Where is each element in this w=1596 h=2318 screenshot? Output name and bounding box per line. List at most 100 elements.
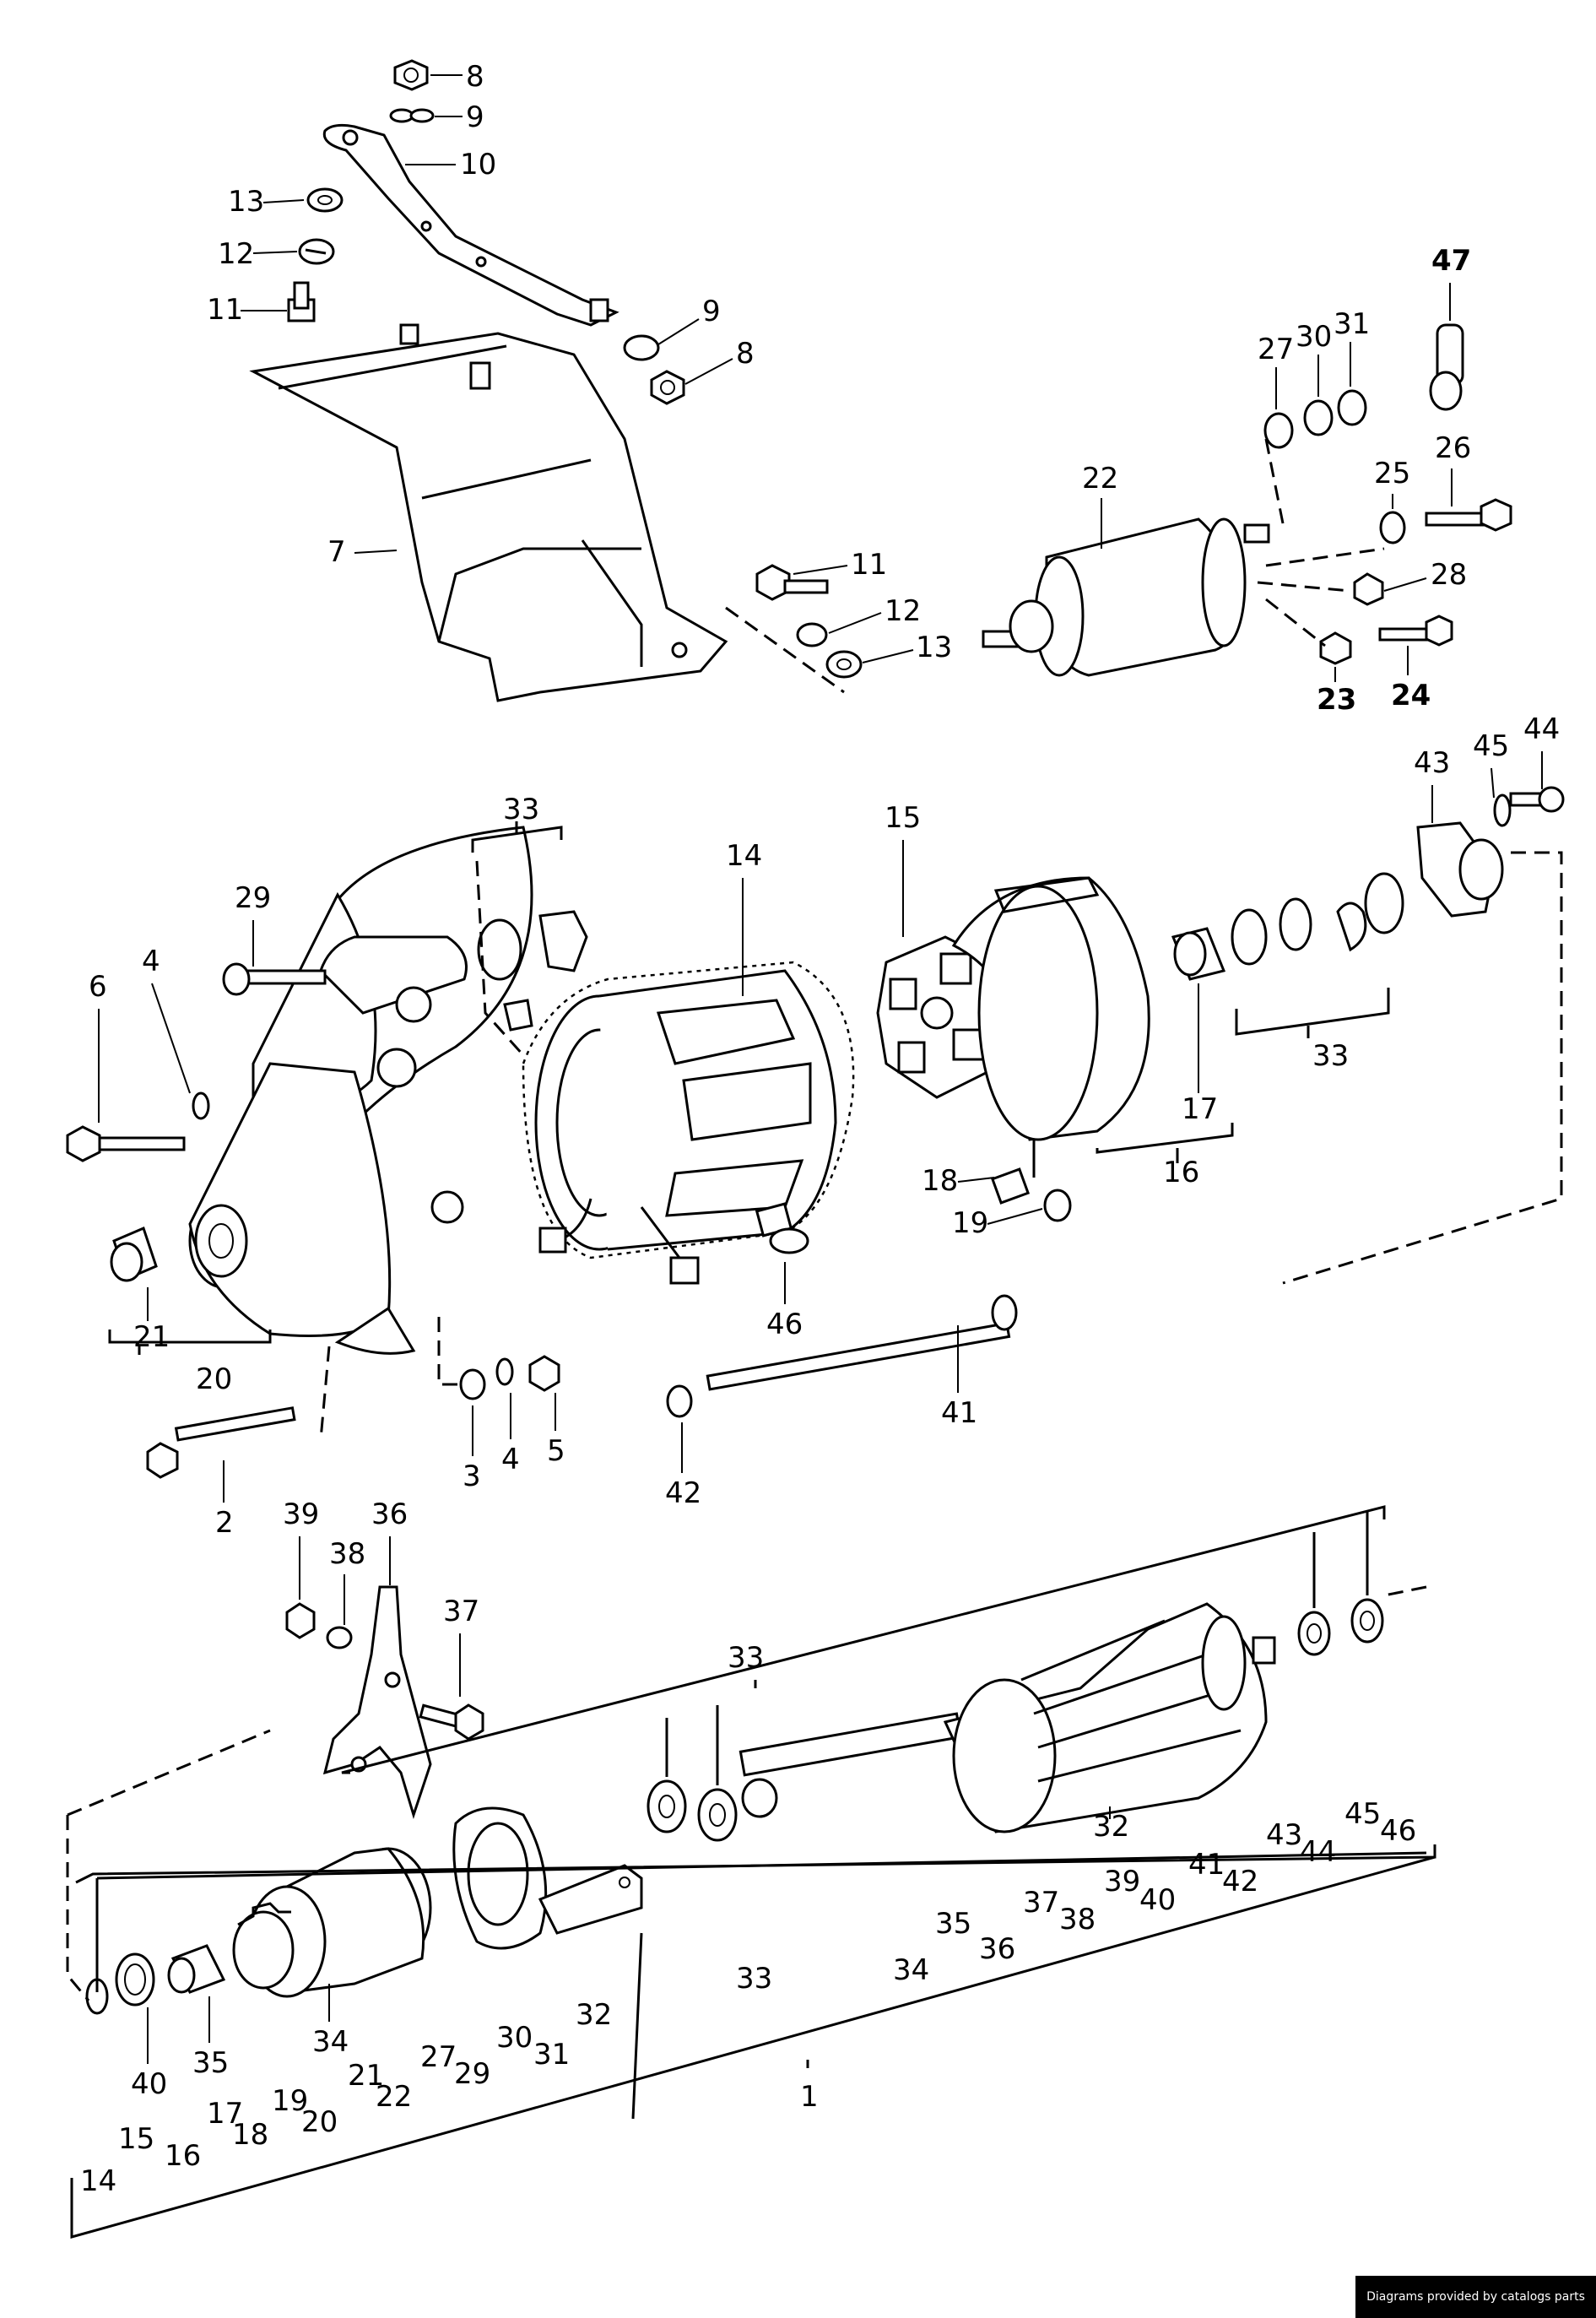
callout-16: 16 [1163,1156,1199,1189]
washer-part-13-left [306,187,344,213]
armature-part-32 [738,1602,1276,1833]
callout-15: 15 [885,801,921,835]
callout-37: 37 [1023,1886,1059,1920]
screw-part-46 [755,1202,809,1254]
nut-part-8-top [393,59,429,91]
shims-part-33-right [1231,872,1404,966]
callout-36: 36 [979,1932,1015,1966]
washer-part-3 [459,1368,486,1400]
callout-32: 32 [576,1998,612,2032]
bolt-part-2 [146,1406,296,1479]
callout-39: 39 [1104,1865,1140,1898]
terminal-washers-27-30-31 [1263,389,1367,449]
credit-badge: Diagrams provided by catalogs parts [1355,2276,1596,2318]
callout-30: 30 [1296,320,1332,354]
callout-6: 6 [89,970,107,1004]
callout-39: 39 [283,1497,319,1531]
callout-14: 14 [726,839,762,873]
washer-part-42 [666,1384,693,1418]
callout-4: 4 [142,945,160,978]
commutator-end-frame-part-16 [951,876,1150,1141]
callout-27: 27 [1258,333,1294,366]
nut-part-28 [1353,572,1384,606]
shims-part-33-upper-right [1297,1598,1384,1656]
callout-41: 41 [941,1396,977,1430]
nut-part-5 [528,1355,560,1392]
through-bolt-part-41 [706,1294,1018,1391]
heat-shield-part-7 [249,332,728,702]
callout-30: 30 [496,2021,533,2055]
callout-37: 37 [443,1595,479,1628]
callout-17: 17 [1182,1092,1218,1126]
callout-18: 18 [922,1164,958,1198]
callout-1: 1 [800,2080,819,2114]
nut-part-39 [285,1602,316,1639]
callout-32: 32 [1093,1810,1129,1844]
brush-parts-33-upper [477,910,588,1032]
mounting-bracket-part-10 [322,123,619,327]
spring-part-19 [1043,1189,1072,1222]
lock-washer-part-9-top [389,108,435,123]
callout-25: 25 [1374,457,1410,490]
callout-14: 14 [80,2164,116,2198]
bushing-part-21 [110,1226,158,1282]
shift-lever-part-36 [322,1585,432,1819]
callout-18: 18 [232,2118,268,2152]
nut-part-8-right [650,370,685,405]
callout-27: 27 [420,2040,457,2074]
callout-3: 3 [463,1460,481,1493]
bolt-part-26 [1425,498,1512,532]
callout-28: 28 [1431,558,1467,592]
bushing-part-35 [167,1944,226,1994]
callout-12: 12 [885,594,921,628]
bushing-part-17 [1171,927,1226,981]
callout-43: 43 [1414,746,1450,780]
callout-2: 2 [215,1506,234,1540]
callout-5: 5 [547,1434,565,1468]
callout-38: 38 [1059,1903,1096,1936]
callout-29: 29 [454,2057,490,2091]
through-bolt-part-29 [222,962,327,996]
callout-33: 33 [503,793,539,826]
lock-washer-part-45 [1493,793,1512,827]
callout-20: 20 [196,1362,232,1396]
terminal-connector-part-47 [1429,323,1464,411]
callout-38: 38 [329,1537,365,1571]
callout-35: 35 [935,1907,971,1941]
callout-43: 43 [1266,1818,1302,1852]
lock-washer-part-9-right [623,334,660,361]
callout-34: 34 [312,2025,349,2059]
callout-7: 7 [327,535,346,569]
washer-part-13-right [825,650,863,679]
callout-4: 4 [501,1443,520,1476]
pinion-drive-part-34 [232,1847,432,1998]
brush-part-18 [990,1167,1031,1205]
callout-11: 11 [851,548,887,582]
callout-44: 44 [1300,1835,1336,1869]
intermediate-bearing-part-32 [452,1806,643,1950]
lock-washer-part-12-left [298,238,335,265]
callout-11: 11 [207,293,243,327]
callout-34: 34 [893,1953,929,1987]
callout-31: 31 [533,2038,570,2072]
callout-22: 22 [376,2080,412,2114]
callout-33: 33 [1312,1039,1349,1073]
callout-26: 26 [1435,431,1471,465]
ring-part-40 [115,1952,155,2007]
callout-21: 21 [133,1320,170,1354]
callout-36: 36 [371,1497,408,1531]
bolt-part-11-right [755,564,829,601]
callout-33: 33 [736,1962,772,1996]
solenoid-part-22 [982,517,1270,677]
callout-21: 21 [348,2059,384,2093]
callout-41: 41 [1188,1848,1225,1882]
callout-42: 42 [1222,1865,1258,1898]
field-frame-part-14 [522,961,855,1259]
screw-part-44 [1509,786,1565,813]
callout-46: 46 [1380,1814,1416,1848]
shims-part-33-lower [647,1779,738,1842]
bolt-part-6 [66,1125,186,1162]
callout-15: 15 [118,2122,154,2156]
nut-part-23 [1319,631,1352,665]
bolt-part-24 [1378,615,1453,647]
